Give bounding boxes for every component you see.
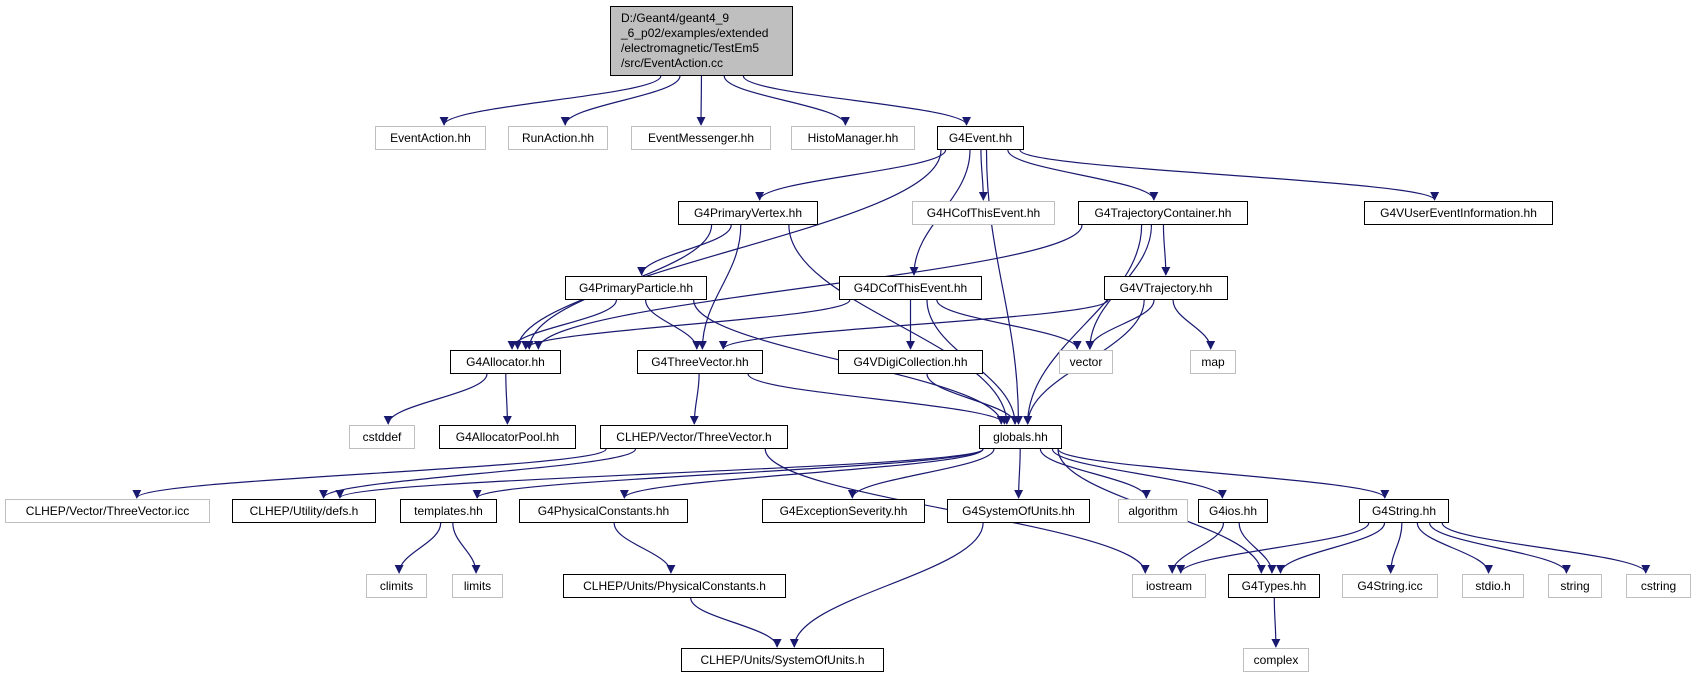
edge-g4allocator-hh-to-cstddef xyxy=(383,373,488,425)
edge-globals-hh-to-algorithm xyxy=(1039,448,1151,499)
edge-globals-hh-to-templates-hh xyxy=(472,448,984,499)
edge-g4string-hh-to-iostream xyxy=(1176,522,1370,574)
edge-g4string-hh-to-stdio-h xyxy=(1416,522,1494,574)
node-limits: limits xyxy=(452,574,503,598)
node-g4string-hh[interactable]: G4String.hh xyxy=(1359,499,1449,523)
edge-g4primaryvertex-hh-to-g4threevector-hh xyxy=(697,224,742,350)
edge-g4trajectorycontainer-hh-to-globals-hh xyxy=(1023,224,1143,425)
node-clhep-threevector-icc: CLHEP/Vector/ThreeVector.icc xyxy=(5,499,210,523)
edge-g4systemofunits-hh-to-clhep-systemofunits-h xyxy=(789,522,984,648)
node-histomanager-hh: HistoManager.hh xyxy=(791,126,915,150)
node-iostream: iostream xyxy=(1132,574,1206,598)
node-g4string-icc: G4String.icc xyxy=(1342,574,1438,598)
edge-g4types-hh-to-complex xyxy=(1271,597,1281,648)
node-g4physicalconstants-hh[interactable]: G4PhysicalConstants.hh xyxy=(519,499,688,523)
node-g4exceptionseverity-hh[interactable]: G4ExceptionSeverity.hh xyxy=(762,499,925,523)
node-g4trajectorycontainer-hh[interactable]: G4TrajectoryContainer.hh xyxy=(1078,201,1248,225)
node-g4vdigicollection-hh[interactable]: G4VDigiCollection.hh xyxy=(838,350,983,374)
edge-g4event-hh-to-g4allocator-hh xyxy=(524,149,942,350)
node-root[interactable]: D:/Geant4/geant4_9 _6_p02/examples/exten… xyxy=(610,6,793,76)
edge-globals-hh-to-g4exceptionseverity-hh xyxy=(847,448,995,499)
node-clhep-physicalconstants-h[interactable]: CLHEP/Units/PhysicalConstants.h xyxy=(563,574,786,598)
node-clhep-systemofunits-h[interactable]: CLHEP/Units/SystemOfUnits.h xyxy=(681,648,884,672)
edge-g4vtrajectory-hh-to-map xyxy=(1172,299,1216,350)
node-map: map xyxy=(1190,350,1236,374)
edge-g4threevector-hh-to-globals-hh xyxy=(747,373,1009,425)
edge-g4primaryparticle-hh-to-g4allocator-hh xyxy=(507,299,618,350)
node-stdio-h: stdio.h xyxy=(1462,574,1524,598)
edge-g4primaryvertex-hh-to-g4primaryparticle-hh xyxy=(637,224,732,276)
edge-g4string-hh-to-cstring xyxy=(1441,522,1651,574)
node-complex: complex xyxy=(1243,648,1309,672)
edge-g4threevector-hh-to-clhep-threevector-h xyxy=(689,373,700,425)
edge-g4primaryparticle-hh-to-g4threevector-hh xyxy=(645,299,702,350)
edge-g4ios-hh-to-iostream xyxy=(1167,522,1224,574)
node-g4types-hh[interactable]: G4Types.hh xyxy=(1228,574,1320,598)
node-vector: vector xyxy=(1059,350,1113,374)
edge-root-to-g4event-hh xyxy=(742,75,971,126)
graph-edges xyxy=(132,75,1651,648)
node-cstddef: cstddef xyxy=(349,425,415,449)
edge-root-to-histomanager-hh xyxy=(723,75,850,126)
edge-globals-hh-to-g4systemofunits-hh xyxy=(1014,448,1024,499)
node-g4ios-hh[interactable]: G4ios.hh xyxy=(1198,499,1268,523)
edge-globals-hh-to-g4physicalconstants-hh xyxy=(619,448,984,499)
edge-clhep-physicalconstants-h-to-clhep-systemofunits-h xyxy=(690,597,782,648)
node-runaction-hh: RunAction.hh xyxy=(508,126,608,150)
edge-g4vdigicollection-hh-to-globals-hh xyxy=(926,373,1020,425)
edge-g4primaryvertex-hh-to-globals-hh xyxy=(788,224,1012,425)
node-g4event-hh[interactable]: G4Event.hh xyxy=(937,126,1024,150)
edge-g4event-hh-to-g4hcofthisevent-hh xyxy=(978,149,988,201)
edge-g4dcofthisevent-hh-to-vector xyxy=(936,299,1082,350)
node-eventmessenger-hh: EventMessenger.hh xyxy=(631,126,771,150)
edge-g4ios-hh-to-g4types-hh xyxy=(1238,522,1277,574)
edge-root-to-eventaction-hh xyxy=(439,75,662,126)
edge-globals-hh-to-g4ios-hh xyxy=(1051,448,1227,499)
edge-g4physicalconstants-hh-to-clhep-physicalconstants-h xyxy=(613,522,676,574)
node-g4vtrajectory-hh[interactable]: G4VTrajectory.hh xyxy=(1104,276,1228,300)
node-climits: climits xyxy=(366,574,427,598)
node-g4systemofunits-hh[interactable]: G4SystemOfUnits.hh xyxy=(947,499,1090,523)
node-g4threevector-hh[interactable]: G4ThreeVector.hh xyxy=(637,350,763,374)
node-clhep-defs-h[interactable]: CLHEP/Utility/defs.h xyxy=(232,499,376,523)
node-clhep-threevector-h[interactable]: CLHEP/Vector/ThreeVector.h xyxy=(600,425,788,449)
edge-g4string-hh-to-string xyxy=(1429,522,1571,574)
edge-g4event-hh-to-g4primaryvertex-hh xyxy=(755,149,947,201)
node-g4primaryvertex-hh[interactable]: G4PrimaryVertex.hh xyxy=(678,201,818,225)
node-g4vusereventinformation-hh[interactable]: G4VUserEventInformation.hh xyxy=(1364,201,1553,225)
node-g4hcofthisevent-hh: G4HCofThisEvent.hh xyxy=(912,201,1055,225)
edge-templates-hh-to-climits xyxy=(394,522,442,574)
edge-globals-hh-to-clhep-defs-h xyxy=(335,448,984,499)
node-globals-hh[interactable]: globals.hh xyxy=(979,425,1062,449)
edge-g4vtrajectory-hh-to-vector xyxy=(1085,299,1155,350)
edge-g4trajectorycontainer-hh-to-g4vtrajectory-hh xyxy=(1161,224,1171,276)
edge-g4event-hh-to-g4trajectorycontainer-hh xyxy=(1007,149,1159,201)
node-eventaction-hh: EventAction.hh xyxy=(375,126,486,150)
edge-g4vtrajectory-hh-to-g4threevector-hh xyxy=(718,299,1109,350)
edge-root-to-runaction-hh xyxy=(560,75,681,126)
node-templates-hh[interactable]: templates.hh xyxy=(400,499,497,523)
edge-g4string-hh-to-g4types-hh xyxy=(1276,522,1386,574)
edge-templates-hh-to-limits xyxy=(452,522,481,574)
node-g4allocatorpool-hh[interactable]: G4AllocatorPool.hh xyxy=(439,425,576,449)
node-g4primaryparticle-hh[interactable]: G4PrimaryParticle.hh xyxy=(565,276,707,300)
edge-g4dcofthisevent-hh-to-g4allocator-hh xyxy=(521,299,851,350)
node-algorithm: algorithm xyxy=(1118,499,1188,523)
edge-clhep-threevector-h-to-clhep-threevector-icc xyxy=(132,448,607,499)
edge-g4event-hh-to-globals-hh xyxy=(985,149,1023,425)
node-g4allocator-hh[interactable]: G4Allocator.hh xyxy=(450,350,561,374)
edge-globals-hh-to-g4string-hh xyxy=(1057,448,1390,499)
edge-g4trajectorycontainer-hh-to-g4allocator-hh xyxy=(533,224,1083,350)
edge-g4event-hh-to-g4vusereventinformation-hh xyxy=(1019,149,1439,201)
node-cstring: cstring xyxy=(1626,574,1691,598)
node-string: string xyxy=(1548,574,1602,598)
edge-g4allocator-hh-to-g4allocatorpool-hh xyxy=(502,373,512,425)
edge-g4string-hh-to-g4string-icc xyxy=(1386,522,1403,574)
node-g4dcofthisevent-hh[interactable]: G4DCofThisEvent.hh xyxy=(839,276,982,300)
